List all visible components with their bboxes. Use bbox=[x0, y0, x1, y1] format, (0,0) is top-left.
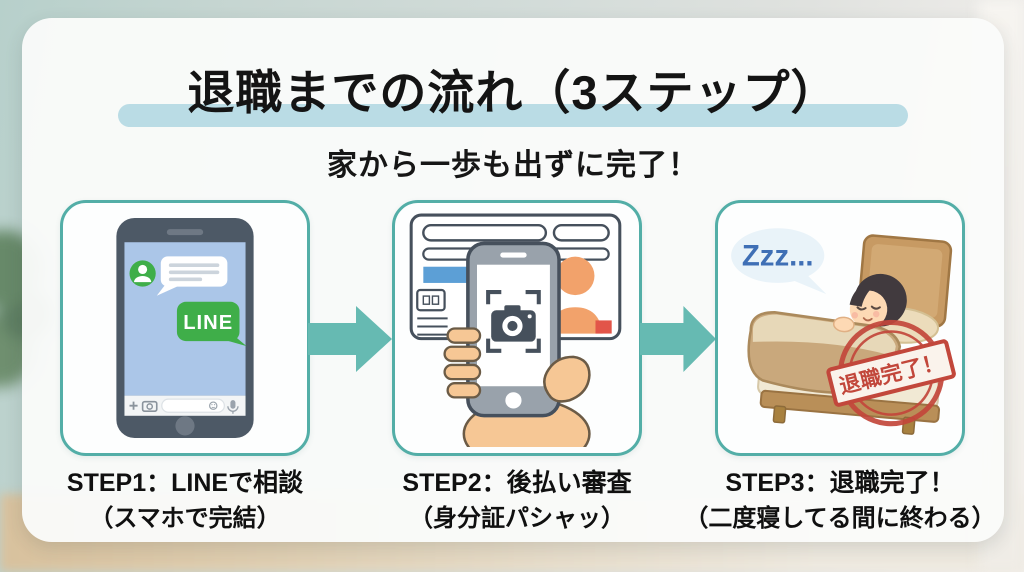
id-photo-person bbox=[547, 256, 603, 334]
mic-icon bbox=[227, 400, 239, 414]
step1-sublabel: （スマホで完結） bbox=[89, 505, 281, 532]
id-card-chip bbox=[416, 288, 446, 312]
line-logo-text: LINE bbox=[183, 312, 233, 334]
step2-label: STEP2：後払い審査 bbox=[402, 469, 632, 497]
hand-thumb bbox=[543, 355, 591, 403]
emoji-icon bbox=[209, 401, 218, 410]
step2-box bbox=[392, 200, 642, 456]
message-input bbox=[161, 398, 225, 413]
chat-bubble-received bbox=[156, 256, 228, 296]
arrow-right-icon bbox=[308, 304, 392, 374]
infographic-card: 退職までの流れ（3ステップ） 家から一歩も出ずに完了！ bbox=[22, 18, 1004, 542]
bed-leg bbox=[772, 405, 787, 424]
step3-label: STEP3：退職完了！ bbox=[725, 469, 955, 497]
arrow-right-icon bbox=[640, 304, 716, 374]
step1-caption: STEP1：LINEで相談 （スマホで完結） bbox=[67, 466, 303, 536]
id-card-rows bbox=[417, 317, 448, 336]
zzz-text: Zzz... bbox=[742, 240, 814, 273]
viewfinder-brackets bbox=[486, 290, 541, 353]
title-highlight-bar bbox=[118, 104, 908, 127]
smartphone-line-chat-illustration: LINE bbox=[116, 218, 254, 438]
hand-fingers bbox=[443, 327, 482, 399]
id-photo-illustration bbox=[409, 213, 622, 447]
home-button bbox=[175, 416, 195, 436]
step1-box: LINE bbox=[60, 200, 310, 456]
line-chat-bubble: LINE bbox=[176, 301, 247, 347]
avatar-icon bbox=[129, 260, 156, 287]
camera-shutter-icon bbox=[491, 305, 536, 342]
plus-icon bbox=[129, 401, 138, 410]
page-subtitle: 家から一歩も出ずに完了！ bbox=[327, 149, 699, 182]
step2-caption: STEP2：後払い審査 （身分証パシャッ） bbox=[402, 466, 631, 536]
page-title: 退職までの流れ（3ステップ） bbox=[187, 66, 839, 119]
chat-input-bar bbox=[124, 395, 246, 416]
sleep-bubble: Zzz... bbox=[731, 228, 827, 295]
step1-label: STEP1：LINEで相談 bbox=[66, 469, 304, 497]
step3-box: Zzz... 退職完了！ bbox=[715, 200, 965, 456]
sleeping-illustration: Zzz... 退職完了！ bbox=[731, 228, 956, 435]
hand-over-blanket bbox=[832, 316, 855, 333]
camera-icon bbox=[141, 400, 158, 413]
phone-speaker bbox=[166, 229, 204, 236]
step2-sublabel: （身分証パシャッ） bbox=[408, 505, 625, 532]
id-red-mark bbox=[595, 320, 612, 334]
step3-sublabel: （二度寝してる間に終わる） bbox=[684, 505, 996, 532]
step3-caption: STEP3：退職完了！ （二度寝してる間に終わる） bbox=[684, 466, 995, 536]
sleeping-person bbox=[849, 273, 907, 329]
